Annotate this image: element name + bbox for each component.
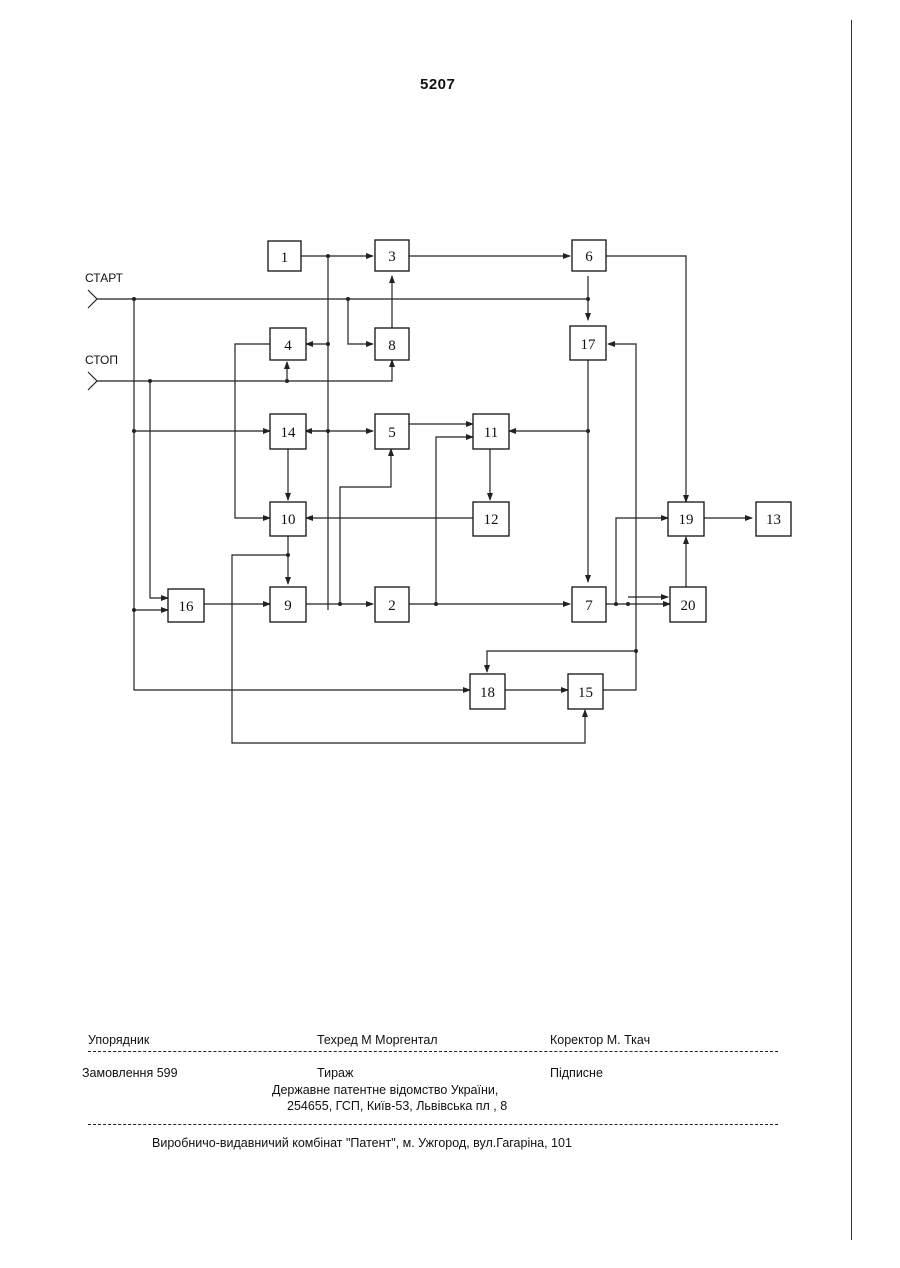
block-4: 4	[270, 328, 306, 360]
svg-text:20: 20	[681, 598, 696, 614]
block-20: 20	[670, 587, 706, 622]
block-19: 19	[668, 502, 704, 536]
svg-text:3: 3	[388, 249, 396, 265]
svg-text:14: 14	[281, 425, 297, 441]
wires	[97, 256, 752, 743]
corrector-label: Коректор М. Ткач	[550, 1033, 650, 1047]
imprint-rule-bottom	[88, 1124, 778, 1125]
block-6: 6	[572, 240, 606, 271]
block-16: 16	[168, 589, 204, 622]
block-2: 2	[375, 587, 409, 622]
svg-text:2: 2	[388, 598, 396, 614]
svg-text:7: 7	[585, 598, 593, 614]
start-input-label: СТАРТ	[85, 271, 124, 285]
svg-text:15: 15	[578, 685, 593, 701]
block-12: 12	[473, 502, 509, 536]
svg-text:4: 4	[284, 338, 292, 354]
order-label: Замовлення 599	[82, 1066, 178, 1080]
block-1: 1	[268, 241, 301, 271]
imprint-rule-top	[88, 1051, 778, 1052]
circulation-label: Тираж	[317, 1066, 353, 1080]
svg-text:17: 17	[581, 337, 597, 353]
office-line-2: 254655, ГСП, Київ-53, Львівська пл , 8	[287, 1099, 507, 1113]
svg-text:6: 6	[585, 249, 593, 265]
stop-terminal-symbol	[88, 372, 97, 390]
block-3: 3	[375, 240, 409, 271]
block-17: 17	[570, 326, 606, 360]
office-line-1: Державне патентне відомство України,	[272, 1083, 498, 1097]
svg-text:11: 11	[484, 425, 498, 441]
svg-text:10: 10	[281, 512, 296, 528]
svg-text:16: 16	[179, 599, 195, 615]
block-15: 15	[568, 674, 603, 709]
svg-text:9: 9	[284, 598, 292, 614]
svg-text:8: 8	[388, 338, 396, 354]
start-terminal-symbol	[88, 290, 97, 308]
svg-text:13: 13	[766, 512, 781, 528]
svg-text:1: 1	[281, 250, 289, 266]
block-diagram: СТАРТ СТОП	[0, 0, 900, 820]
signed-label: Підписне	[550, 1066, 603, 1080]
svg-text:18: 18	[480, 685, 495, 701]
stop-input-label: СТОП	[85, 353, 118, 367]
block-7: 7	[572, 587, 606, 622]
svg-text:5: 5	[388, 425, 396, 441]
block-14: 14	[270, 414, 306, 449]
block-8: 8	[375, 328, 409, 360]
block-13: 13	[756, 502, 791, 536]
block-18: 18	[470, 674, 505, 709]
block-9: 9	[270, 587, 306, 622]
svg-text:12: 12	[484, 512, 499, 528]
compiler-label: Упорядник	[88, 1033, 149, 1047]
techred-label: Техред М Моргентал	[317, 1033, 438, 1047]
publisher-line: Виробничо-видавничий комбінат "Патент", …	[152, 1136, 572, 1150]
block-10: 10	[270, 502, 306, 536]
block-5: 5	[375, 414, 409, 449]
svg-text:19: 19	[679, 512, 694, 528]
block-11: 11	[473, 414, 509, 449]
